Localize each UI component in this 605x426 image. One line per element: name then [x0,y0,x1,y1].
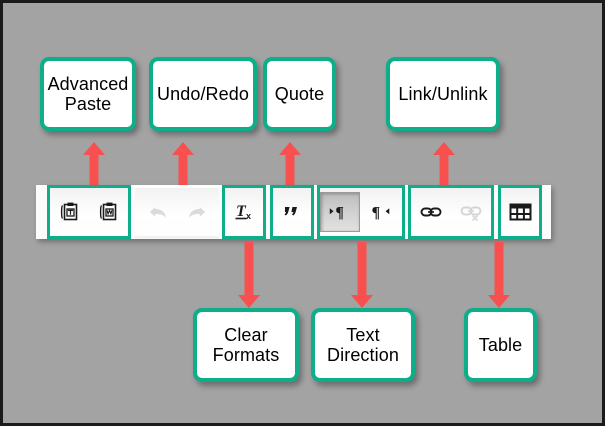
paste-as-text-button[interactable] [50,192,89,232]
svg-text:T: T [236,203,247,220]
arrow-text-direction [351,242,373,308]
toolbar-group-undo-redo[interactable] [135,185,219,239]
remove-link-button[interactable] [451,192,491,232]
arrow-shaft [439,151,449,186]
unlink-icon [460,206,482,222]
link-icon [420,207,442,217]
undo-button[interactable] [138,192,177,232]
arrow-undo-redo [172,142,194,186]
arrow-quote [279,142,301,186]
callout-quote-text: Quote [274,83,325,104]
paste-from-word-button[interactable] [89,192,128,232]
insert-table-button[interactable] [501,192,539,232]
arrow-link-unlink [433,142,455,186]
direction-rtl-button[interactable]: ¶ [360,192,400,232]
insert-link-button[interactable] [411,192,451,232]
arrowhead [238,295,260,308]
quote-button[interactable] [273,192,311,232]
redo-arrow-icon [188,207,205,218]
arrow-shaft [285,151,295,186]
callout-link-unlink: Link/Unlink [386,57,500,131]
paragraph-rtl-icon: ¶ [372,205,390,222]
clear-formatting-icon: T x [235,203,251,221]
svg-text:x: x [246,211,251,221]
arrow-shaft [244,242,254,299]
table-grid-icon [509,203,531,221]
toolbar-group-clear-formats[interactable]: T x [222,185,266,239]
quote-marks-icon [284,207,297,216]
arrowhead [488,295,510,308]
toolbar-group-quote[interactable] [270,185,314,239]
callout-table-text: Table [478,334,523,355]
callout-link-unlink-text: Link/Unlink [398,83,488,104]
redo-button[interactable] [177,192,216,232]
arrowhead [433,142,455,155]
arrowhead [172,142,194,155]
arrow-clear-formats [238,242,260,308]
direction-ltr-button[interactable]: ¶ [320,192,360,232]
svg-text:¶: ¶ [335,205,344,222]
undo-arrow-icon [149,207,166,218]
toolbar-group-text-direction[interactable]: ¶ ¶ [317,185,405,239]
toolbar-group-advanced-paste[interactable] [47,185,131,239]
callout-undo-redo: Undo/Redo [149,57,257,131]
arrowhead [351,295,373,308]
toolbar-group-table[interactable] [498,185,542,239]
arrowhead [83,142,105,155]
clipboard-word-icon [99,202,116,221]
arrow-table [488,242,510,308]
arrow-shaft [357,242,367,299]
arrow-shaft [494,242,504,299]
svg-text:¶: ¶ [372,205,381,222]
arrowhead [279,142,301,155]
callout-undo-redo-text: Undo/Redo [157,83,249,104]
toolbar-group-link-unlink[interactable] [408,185,494,239]
arrow-shaft [178,151,188,186]
editor-toolbar[interactable]: T x ¶ [36,185,551,239]
paragraph-ltr-icon: ¶ [329,205,344,222]
arrow-shaft [89,151,99,186]
clipboard-text-icon [60,202,77,221]
callout-table: Table [464,308,537,382]
clear-formats-button[interactable]: T x [225,192,263,232]
callout-quote: Quote [263,57,336,131]
arrow-advanced-paste [83,142,105,186]
